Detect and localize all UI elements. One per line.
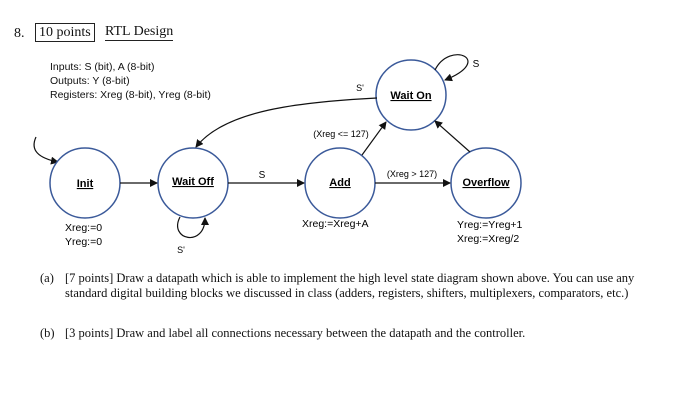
part-b: (b) [3 points] Draw and label all connec… bbox=[40, 326, 670, 341]
edge-wait-on-self bbox=[434, 54, 469, 82]
question-number: 8. bbox=[14, 26, 25, 41]
state-wait-on-label: Wait On bbox=[390, 90, 431, 102]
action-overflow-1: Yreg:=Yreg+1 bbox=[457, 219, 523, 231]
state-init: Init bbox=[49, 147, 121, 219]
edge-wait-off-self bbox=[177, 216, 209, 238]
edge-add-to-wait-on bbox=[361, 121, 387, 156]
part-b-tag: (b) bbox=[40, 326, 55, 340]
action-init-2: Yreg:=0 bbox=[65, 236, 102, 248]
label-add-to-wait-on: (Xreg <= 127) bbox=[313, 129, 369, 139]
points-box: 10 points bbox=[35, 23, 95, 42]
part-b-text: [3 points] Draw and label all connection… bbox=[65, 326, 526, 340]
action-overflow-2: Xreg:=Xreg/2 bbox=[457, 233, 519, 245]
label-wait-off-to-add: S bbox=[259, 170, 266, 181]
edge-wait-on-to-wait-off bbox=[195, 97, 378, 148]
part-a: (a) [7 points] Draw a datapath which is … bbox=[40, 271, 670, 301]
label-add-to-overflow: (Xreg > 127) bbox=[387, 169, 437, 179]
io-spec: Inputs: S (bit), A (8-bit) Outputs: Y (8… bbox=[50, 60, 211, 102]
edge-overflow-to-wait-on bbox=[434, 120, 471, 153]
inputs-line: Inputs: S (bit), A (8-bit) bbox=[50, 61, 155, 73]
label-wait-off-self: S' bbox=[177, 245, 185, 255]
state-wait-on: Wait On bbox=[375, 59, 447, 131]
outputs-line: Outputs: Y (8-bit) bbox=[50, 75, 130, 87]
label-wait-on-to-wait-off: S' bbox=[356, 83, 364, 93]
state-init-label: Init bbox=[77, 178, 94, 190]
part-a-tag: (a) bbox=[40, 271, 54, 285]
state-add: Add bbox=[304, 147, 376, 219]
entry-arrow bbox=[33, 136, 59, 165]
state-wait-off-label: Wait Off bbox=[172, 176, 214, 188]
state-diagram: Init Wait Off Add Overflow Wait On S S' … bbox=[33, 54, 523, 255]
state-overflow: Overflow bbox=[450, 147, 522, 219]
label-wait-on-self: S bbox=[473, 59, 480, 70]
state-overflow-label: Overflow bbox=[462, 177, 510, 189]
action-add-1: Xreg:=Xreg+A bbox=[302, 218, 369, 230]
state-wait-off: Wait Off bbox=[157, 147, 229, 219]
state-add-label: Add bbox=[329, 177, 350, 189]
action-init-1: Xreg:=0 bbox=[65, 222, 102, 234]
question-title: RTL Design bbox=[105, 24, 174, 41]
part-a-text: [7 points] Draw a datapath which is able… bbox=[65, 271, 635, 300]
registers-line: Registers: Xreg (8-bit), Yreg (8-bit) bbox=[50, 89, 211, 101]
